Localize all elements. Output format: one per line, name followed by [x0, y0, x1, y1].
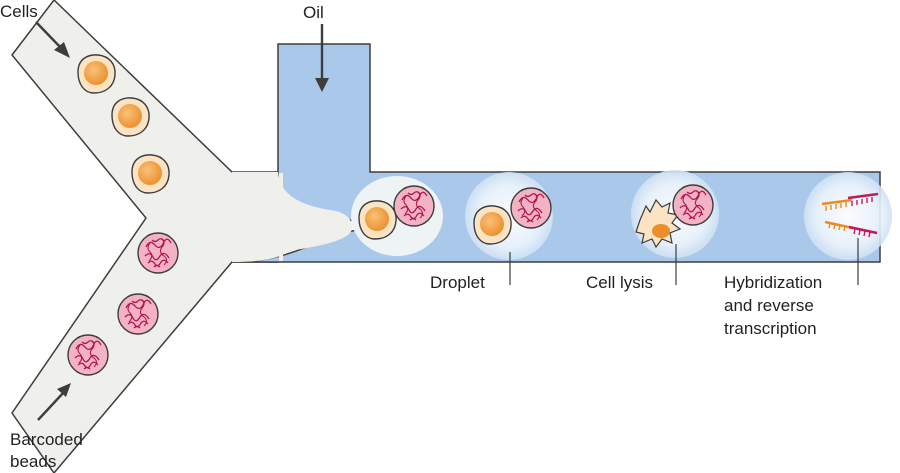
bead-2 — [117, 293, 159, 335]
label-droplet: Droplet — [430, 273, 485, 292]
droplet-1-cell — [473, 205, 512, 245]
cell-2 — [111, 97, 150, 137]
junction-flow — [232, 172, 352, 262]
cell-1 — [77, 54, 116, 94]
label-oil: Oil — [303, 3, 324, 22]
cells-arrow — [35, 21, 70, 58]
label-cell-lysis: Cell lysis — [586, 273, 653, 292]
junction-bead — [393, 185, 435, 227]
beads-arrow — [37, 383, 71, 421]
label-hybridization-1: Hybridization — [724, 273, 822, 292]
label-beads: beads — [10, 452, 56, 471]
droplet-3 — [804, 172, 892, 260]
bead-3 — [67, 334, 109, 376]
bead-1 — [137, 232, 179, 274]
label-cells: Cells — [0, 2, 38, 21]
lysed-cell — [635, 198, 682, 249]
label-hybridization-2: and reverse — [724, 296, 814, 315]
label-hybridization-3: transcription — [724, 319, 817, 338]
droplet-1-bead — [510, 187, 552, 229]
oil-arrow — [315, 24, 329, 92]
junction-cell — [358, 200, 397, 240]
cdna-strands — [821, 192, 879, 238]
label-barcoded: Barcoded — [10, 430, 83, 449]
droplet-2-bead — [672, 184, 714, 226]
cell-3 — [131, 154, 170, 194]
